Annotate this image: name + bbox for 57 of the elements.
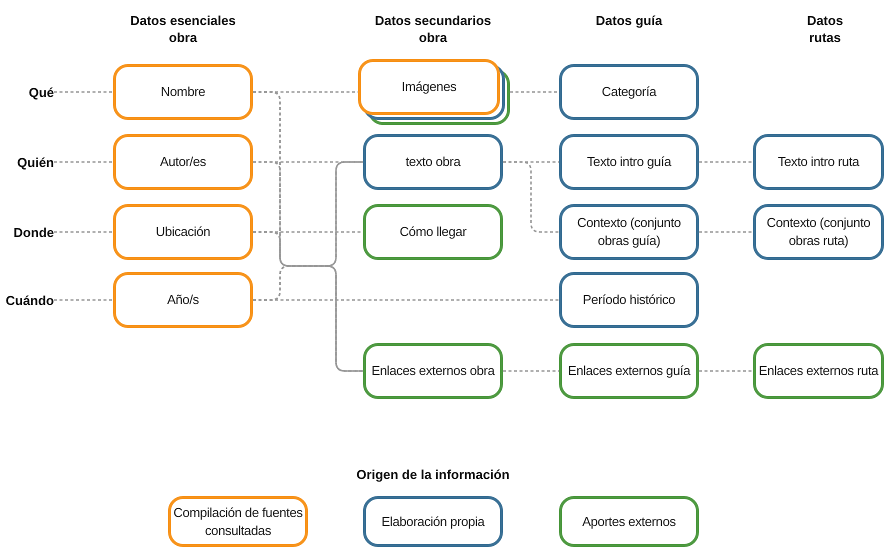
legend-text: Compilación de fuentes consultadas [173,504,303,540]
box-text: Año/s [167,291,199,309]
row-label: Cuándo [6,292,54,308]
data-box [753,134,884,190]
dotted-connector [54,91,113,93]
dotted-connector [253,161,363,372]
box-text: Texto intro guía [586,153,672,171]
data-box [559,343,699,399]
legend-text: Elaboración propia [381,512,484,530]
box-text: Imágenes [402,78,456,96]
legend-title: Origen de la información [355,467,511,484]
row-label: Donde [14,224,54,240]
column-header: Datos guía [594,13,664,30]
data-box [363,343,503,399]
data-box [363,204,503,260]
dotted-connector [699,370,753,372]
box-text: Enlaces externos guía [568,362,690,380]
row-label: Quién [17,154,54,170]
dotted-connector [253,231,363,233]
box-text: Cómo llegar [400,223,466,241]
box-text: Contexto (conjunto obras ruta) [766,214,872,250]
dotted-connector [503,370,559,372]
box-text: Ubicación [156,223,210,241]
data-box [559,64,699,120]
dotted-connector [54,161,113,163]
data-box [753,204,884,260]
box-text: Nombre [160,83,206,101]
legend-text: Aportes externos [582,512,676,530]
dotted-connector [54,299,113,301]
data-box [559,134,699,190]
box-text: Enlaces externos ruta [758,362,878,380]
data-box [753,343,884,399]
data-box [363,134,503,190]
column-header: Datos secundarios obra [374,13,492,47]
dotted-connector [253,299,559,301]
box-text: Enlaces externos obra [371,362,495,380]
data-box [113,204,253,260]
dotted-connector [510,91,559,93]
data-box [559,204,699,260]
data-box [113,64,253,120]
column-header: Datos rutas [806,13,844,47]
box-text: Contexto (conjunto obras guía) [576,214,682,250]
box-text: texto obra [406,153,460,171]
box-text: Texto intro ruta [778,153,860,171]
dotted-connector [54,231,113,233]
box-text: Categoría [602,83,656,101]
data-box [113,272,253,328]
box-text: Período histórico [582,291,676,309]
dotted-connector [699,161,753,163]
column-header: Datos esenciales obra [129,13,237,47]
data-box [113,134,253,190]
dotted-connector [699,231,753,233]
box-text: Autor/es [160,153,206,171]
dotted-connector [503,161,559,233]
row-label: Qué [28,84,54,100]
data-box [559,272,699,328]
stacked-box [358,59,510,125]
